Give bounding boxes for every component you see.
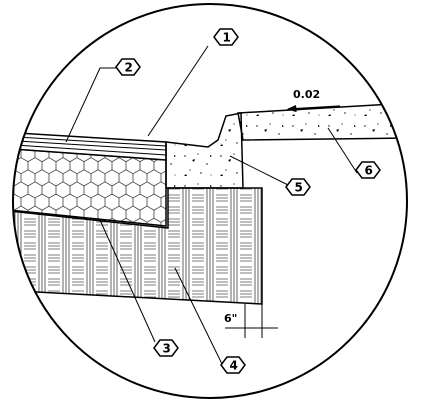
svg-text:5: 5	[295, 181, 303, 195]
svg-text:4: 4	[230, 359, 238, 373]
concrete-curb	[165, 112, 244, 189]
slope-label: 0.02	[293, 88, 320, 101]
callout-5: 5	[285, 178, 311, 196]
asphalt-lines	[13, 135, 167, 156]
svg-text:2: 2	[125, 61, 133, 75]
callout-4: 4	[220, 356, 246, 374]
svg-text:3: 3	[163, 342, 171, 356]
dimension-label: 6"	[224, 312, 237, 325]
concrete-sidewalk	[237, 102, 407, 141]
callout-1: 1	[213, 28, 239, 46]
detail-circle	[12, 3, 408, 399]
svg-text:1: 1	[223, 31, 231, 45]
slope-arrow	[286, 104, 341, 113]
callout-6: 6	[355, 161, 381, 179]
callout-2: 2	[115, 58, 141, 76]
svg-text:6: 6	[365, 164, 373, 178]
section-layers	[13, 102, 407, 338]
subgrade-layer	[13, 187, 263, 305]
callout-3: 3	[153, 339, 179, 357]
